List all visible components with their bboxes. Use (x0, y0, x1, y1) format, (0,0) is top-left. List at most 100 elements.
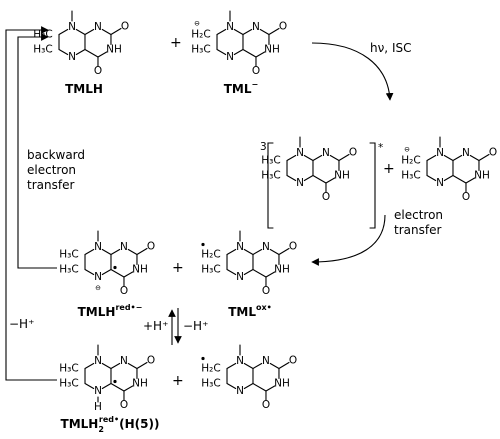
triplet-bracket-right (369, 142, 376, 229)
carbonyl-c2 (268, 27, 280, 36)
carbonyl-c2 (278, 361, 290, 370)
charge-n5: ⊖ (95, 284, 101, 292)
substituent-c7: H₂C (201, 249, 220, 261)
triplet-bracket-left (267, 142, 274, 229)
substituent-c6: H₃C (201, 378, 220, 390)
atom-n3h: NH (132, 264, 148, 276)
bond (426, 174, 437, 182)
bond (216, 48, 227, 56)
atom-n3h: NH (264, 44, 280, 56)
charge-anion: ⊖ (194, 20, 200, 28)
bond (127, 248, 138, 256)
bond (243, 268, 254, 276)
bond (252, 248, 263, 256)
atom-n8: N (94, 355, 102, 367)
bond (252, 268, 267, 278)
bond (265, 385, 276, 392)
substituent-c6: H₃C (401, 170, 420, 182)
radical-dot (113, 379, 117, 384)
bond (84, 48, 99, 58)
atom-o2: O (121, 21, 129, 33)
plus-sign-row4: + (172, 373, 184, 389)
molecule-layer: NNNNHOOH₃CH₃CNNNNHOOH₂CH₃C⊖NNNNHOOH₃CH₃C… (33, 10, 497, 413)
atom-o4: O (252, 65, 260, 77)
bond (110, 362, 121, 370)
bond (110, 382, 125, 392)
bond (84, 382, 95, 390)
bond (286, 154, 297, 162)
label-deprotonation: −H⁺ (9, 317, 34, 331)
atom-n8: N (226, 21, 234, 33)
bond (84, 362, 95, 370)
plus-sign-row2: + (383, 161, 395, 177)
substituent-c7: H₂C (191, 29, 210, 41)
label-transfer: transfer (394, 223, 441, 237)
atom-o2: O (489, 147, 497, 159)
atom-o4: O (322, 191, 330, 203)
carbonyl-c2 (478, 153, 490, 162)
bond (255, 51, 266, 58)
bond (97, 51, 108, 58)
label-transfer-2: transfer (27, 178, 74, 192)
carbonyl-c2 (278, 247, 290, 256)
bond (75, 28, 86, 36)
bond (101, 382, 112, 390)
atom-n1: N (462, 147, 470, 159)
bond (443, 154, 454, 162)
atom-n8: N (236, 355, 244, 367)
atom-n3h: NH (132, 378, 148, 390)
bond (101, 248, 112, 256)
substituent-c6: H₃C (33, 44, 52, 56)
label-electron: electron (394, 208, 443, 222)
atom-o4: O (462, 191, 470, 203)
bond (252, 382, 267, 392)
bond (303, 154, 314, 162)
substituent-c7: H₂C (401, 155, 420, 167)
bond (226, 268, 237, 276)
substituent-c6: H₃C (201, 264, 220, 276)
label-deprotonation-right: −H⁺ (183, 319, 208, 333)
bond (123, 385, 134, 392)
label-tml-anion: TML− (224, 80, 258, 96)
carbonyl-c2 (110, 27, 122, 36)
atom-h5: H (94, 401, 102, 413)
bond (127, 362, 138, 370)
radical-dot (113, 265, 117, 270)
atom-o2: O (147, 355, 155, 367)
atom-n1: N (262, 241, 270, 253)
bond (226, 362, 237, 370)
arrow-deprotonation (5, 26, 57, 381)
atom-n5: N (226, 51, 234, 63)
bond (469, 154, 480, 162)
atom-n1: N (322, 147, 330, 159)
label-tmlh: TMLH (65, 82, 103, 96)
substituent-c7: H₃C (261, 155, 280, 167)
bond (269, 248, 280, 256)
atom-n5: N (94, 385, 102, 397)
atom-o2: O (279, 21, 287, 33)
label-tml-ox: TMLox• (228, 303, 272, 319)
substituent-c6: H₃C (59, 264, 78, 276)
arrow-backward-electron-transfer (17, 33, 57, 269)
bond (329, 154, 340, 162)
plus-sign-row1: + (170, 35, 182, 51)
bond (312, 154, 323, 162)
atom-n3h: NH (274, 264, 290, 276)
substituent-c6: H₃C (59, 378, 78, 390)
bond (242, 28, 253, 36)
bond (123, 271, 134, 278)
atom-n8: N (296, 147, 304, 159)
label-backward: backward (27, 148, 85, 162)
bond (233, 48, 244, 56)
carbonyl-c2 (136, 361, 148, 370)
atom-n5: N (296, 177, 304, 189)
bond (101, 28, 112, 36)
atom-n5: N (236, 271, 244, 283)
bond (443, 174, 454, 182)
